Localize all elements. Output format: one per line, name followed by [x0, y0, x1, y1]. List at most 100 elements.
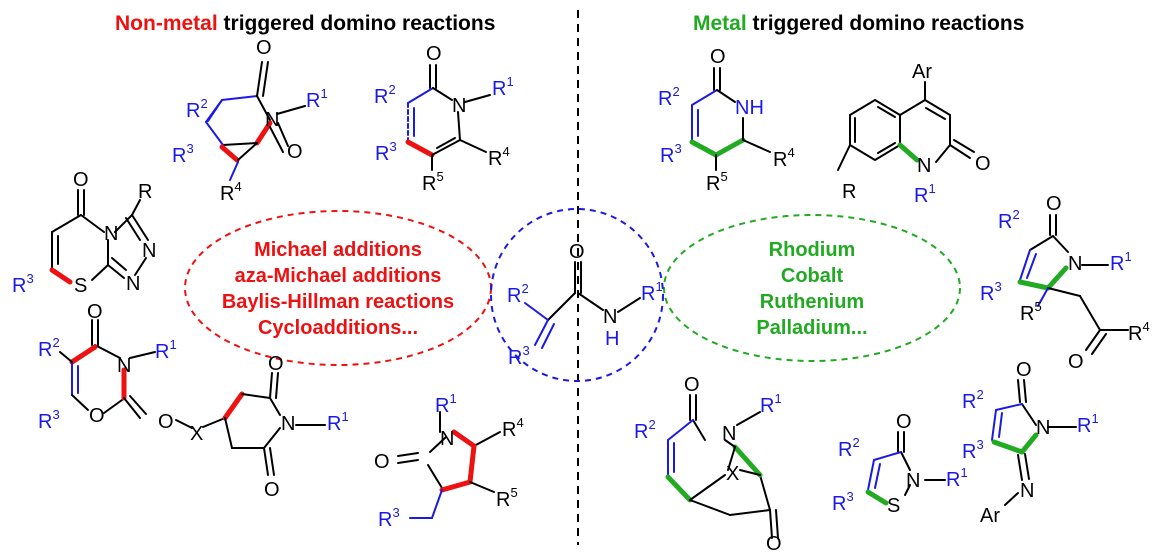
svg-text:Ar: Ar	[912, 61, 932, 83]
pyridinone-structure-left: O N R1 R2 R3 R4 R5	[374, 43, 514, 195]
right-section-title: Metal triggered domino reactions	[693, 12, 1024, 35]
svg-text:R1: R1	[327, 409, 349, 435]
svg-text:N: N	[1020, 480, 1034, 502]
bridged-azocinone-structure: O N R1 R2 X O	[634, 374, 782, 555]
svg-text:O: O	[1068, 351, 1084, 373]
svg-text:O: O	[569, 241, 585, 263]
svg-text:R4: R4	[488, 144, 510, 170]
svg-text:R2: R2	[38, 335, 60, 361]
svg-text:R5: R5	[706, 169, 728, 195]
svg-text:R2: R2	[507, 281, 529, 307]
non-metal-method-list: Michael additions aza-Michael additions …	[222, 239, 454, 339]
svg-text:R2: R2	[998, 207, 1020, 233]
svg-text:O: O	[287, 141, 303, 163]
svg-text:R5: R5	[1020, 299, 1042, 325]
svg-text:R4: R4	[1128, 319, 1150, 345]
svg-text:R: R	[138, 181, 152, 203]
svg-text:R4: R4	[773, 145, 795, 171]
svg-text:N: N	[265, 109, 279, 131]
svg-text:R1: R1	[155, 337, 177, 363]
svg-text:O: O	[975, 153, 991, 175]
svg-text:R: R	[842, 181, 856, 203]
metal-methods-ellipse	[663, 214, 961, 362]
svg-text:R3: R3	[660, 141, 682, 167]
svg-text:N: N	[104, 223, 118, 245]
triazolothiazinone-structure: O N N N S R R3	[12, 169, 156, 297]
svg-text:O: O	[1046, 193, 1062, 215]
svg-text:Ar: Ar	[980, 505, 1000, 527]
method-cycloadditions: Cycloadditions...	[258, 317, 418, 339]
svg-text:N: N	[142, 240, 156, 262]
svg-text:NH: NH	[735, 97, 764, 119]
pyridinone-nh-structure: O NH R2 R3 R4 R5	[658, 46, 795, 195]
svg-text:O: O	[87, 301, 103, 323]
svg-text:H: H	[605, 328, 619, 350]
svg-text:R1: R1	[306, 86, 328, 112]
svg-text:S: S	[887, 495, 900, 517]
svg-text:N: N	[117, 355, 131, 377]
acrylamide-circle	[490, 208, 664, 382]
svg-text:R4: R4	[220, 179, 242, 205]
glutarimide-structure: O N O R1 R2 R3 R4	[172, 37, 328, 205]
svg-text:N: N	[603, 306, 617, 328]
svg-text:R5: R5	[422, 169, 444, 195]
method-michael: Michael additions	[254, 239, 422, 261]
svg-text:O: O	[684, 374, 700, 396]
svg-text:R2: R2	[186, 96, 208, 122]
svg-text:R3: R3	[378, 505, 400, 531]
catalyst-cobalt: Cobalt	[781, 265, 844, 287]
svg-text:R3: R3	[375, 139, 397, 165]
svg-text:R1: R1	[946, 465, 968, 491]
catalyst-ruthenium: Ruthenium	[760, 291, 864, 313]
svg-text:N: N	[1068, 253, 1082, 275]
svg-text:X: X	[190, 423, 203, 445]
svg-text:R1: R1	[1077, 411, 1099, 437]
pyrrolidinone-structure-left: R1 N O R4 R5 R3	[374, 391, 524, 531]
svg-text:N: N	[440, 428, 454, 450]
svg-text:X: X	[726, 463, 739, 485]
svg-text:N: N	[722, 423, 736, 445]
svg-text:O: O	[89, 405, 105, 427]
svg-text:R3: R3	[38, 407, 60, 433]
svg-text:O: O	[896, 411, 912, 433]
svg-text:R1: R1	[914, 181, 936, 207]
method-aza-michael: aza-Michael additions	[235, 265, 442, 287]
svg-text:O: O	[426, 43, 442, 65]
non-metal-methods-ellipse	[184, 210, 492, 366]
left-section-title: Non-metal triggered domino reactions	[115, 12, 495, 35]
svg-text:R1: R1	[1110, 249, 1132, 275]
svg-text:R2: R2	[658, 84, 680, 110]
svg-text:O: O	[766, 533, 782, 551]
catalyst-rhodium: Rhodium	[769, 239, 856, 261]
svg-text:N: N	[281, 413, 295, 435]
right-title-highlight: Metal	[693, 12, 747, 35]
svg-text:N: N	[126, 273, 140, 295]
svg-text:O: O	[1016, 359, 1032, 381]
svg-text:O: O	[264, 479, 280, 501]
imino-pyrrolinone-structure: O N R1 R2 R3 N Ar	[962, 359, 1099, 527]
svg-text:O: O	[710, 46, 726, 68]
svg-text:R5: R5	[496, 485, 518, 511]
svg-text:R3: R3	[172, 141, 194, 167]
right-title-rest: triggered domino reactions	[747, 12, 1025, 35]
svg-text:O: O	[158, 411, 174, 433]
svg-text:R2: R2	[374, 82, 396, 108]
metal-catalyst-list: Rhodium Cobalt Ruthenium Palladium...	[756, 239, 867, 339]
quinolinone-structure: Ar N O R R1	[837, 61, 991, 207]
svg-text:R2: R2	[634, 417, 656, 443]
svg-text:N: N	[1036, 417, 1050, 439]
svg-text:R2: R2	[838, 435, 860, 461]
svg-text:N: N	[452, 95, 466, 117]
svg-text:R3: R3	[12, 271, 34, 297]
svg-text:O: O	[256, 37, 272, 59]
svg-text:R3: R3	[980, 279, 1002, 305]
svg-text:R1: R1	[641, 279, 663, 305]
svg-text:S: S	[74, 275, 87, 297]
oxazinedione-succinimide-structure: O N O O X O N O R1 R1 R2 R3	[38, 301, 349, 501]
svg-text:R1: R1	[435, 391, 457, 417]
acrylamide-structure: O N H R1 R2 R3	[507, 241, 663, 369]
svg-text:O: O	[268, 353, 284, 375]
svg-text:N: N	[906, 470, 920, 492]
catalyst-palladium: Palladium...	[756, 317, 867, 339]
